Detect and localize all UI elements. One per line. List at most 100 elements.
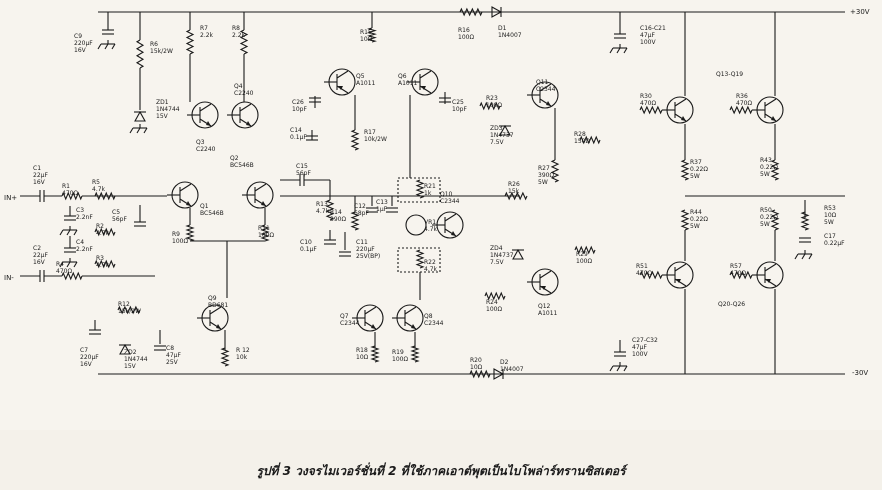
component-label-line: R22: [424, 259, 436, 266]
component-label-line: 1N4737: [490, 132, 514, 139]
component-label-line: R18: [356, 347, 368, 354]
component-label-line: Q13-Q19: [716, 71, 743, 78]
component-label-line: 15k: [508, 188, 520, 195]
component-label-line: 56pF: [112, 216, 127, 223]
component-label-line: R57: [730, 263, 742, 270]
transistor-q10: [444, 213, 457, 222]
component-label-line: 4.7k: [92, 186, 106, 193]
component-label-line: 5W: [760, 221, 770, 228]
resistor-r26: [504, 191, 528, 201]
component-label-line: 0.22Ω: [690, 216, 708, 223]
transistor-q2: [261, 201, 266, 206]
component-label-line: 25V: [166, 359, 179, 366]
ground-symbol: [111, 43, 116, 50]
transistor-q5: [338, 86, 343, 90]
resistor-r21: [415, 179, 425, 199]
component-label-line: R19: [392, 349, 404, 356]
zener-zd3: [499, 124, 511, 136]
component-label-line: R14: [330, 209, 342, 216]
component-label-line: A1011: [538, 310, 558, 317]
transistor-q3: [199, 103, 212, 112]
component-label-line: 10Ω: [824, 212, 837, 219]
transistor-q5: [336, 85, 349, 94]
component-label-line: R17: [364, 129, 376, 136]
component-label-line: 2.2k: [200, 32, 214, 39]
component-label-line: 47μF: [640, 32, 655, 39]
component-label-line: 1μF: [376, 206, 388, 213]
component-label-line: Q8: [424, 313, 433, 320]
transistor-q4: [246, 121, 251, 126]
component-label-line: 0.22Ω: [690, 166, 708, 173]
component-label-line: 47μF: [632, 344, 647, 351]
resistor-r24: [484, 291, 506, 301]
transistor-q7: [364, 306, 377, 315]
transistor-q20-q26-b: [764, 278, 777, 287]
component-label-line: 16V: [80, 361, 93, 368]
resistor-r5: [94, 191, 116, 201]
component-label-line: 470Ω: [636, 270, 652, 277]
transistor-q20-q26: [674, 278, 687, 287]
resistor-r50: [770, 209, 780, 231]
component-label-line: R16: [458, 27, 470, 34]
ground-symbol: [616, 365, 621, 372]
component-label-line: 10k/2W: [364, 136, 387, 143]
component-label-line: D2: [500, 359, 509, 366]
ground-symbol: [143, 127, 148, 134]
component-label-line: 4.7k: [96, 230, 110, 237]
component-label-line: R37: [690, 159, 702, 166]
component-label-line: Q6: [398, 73, 407, 80]
component-label-line: 5W: [690, 223, 700, 230]
component-label-line: 22μF: [33, 252, 48, 259]
resistor-r43: [770, 159, 780, 181]
component-label-line: 10Ω: [470, 364, 483, 371]
component-label-line: ZD1: [156, 99, 169, 106]
ground-symbol: [73, 261, 78, 268]
transistor-q12: [539, 270, 552, 279]
component-label-line: C9: [74, 33, 82, 40]
transistor-q1: [179, 183, 192, 192]
resistor-r7: [185, 29, 195, 55]
resistor-r3b: [94, 259, 116, 269]
ground-symbol: [623, 47, 628, 54]
resistor-r9: [185, 224, 195, 242]
resistor-r2: [94, 227, 116, 237]
resistor-r27: [550, 159, 560, 183]
component-label-line: 100Ω: [576, 258, 592, 265]
transistor-q20-q26: [676, 279, 681, 283]
component-label-line: C2240: [196, 146, 216, 153]
component-label-line: C27-C32: [632, 337, 658, 344]
component-label-line: Q1: [200, 203, 209, 210]
transistor-q13-q19-b: [764, 98, 777, 107]
ground-symbol: [616, 47, 621, 54]
component-label-line: 470Ω: [736, 100, 752, 107]
ground-symbol: [104, 43, 109, 50]
transistor-q3: [206, 121, 211, 126]
component-label-line: 0.22Ω: [760, 164, 778, 171]
diode-d1: [491, 6, 503, 18]
